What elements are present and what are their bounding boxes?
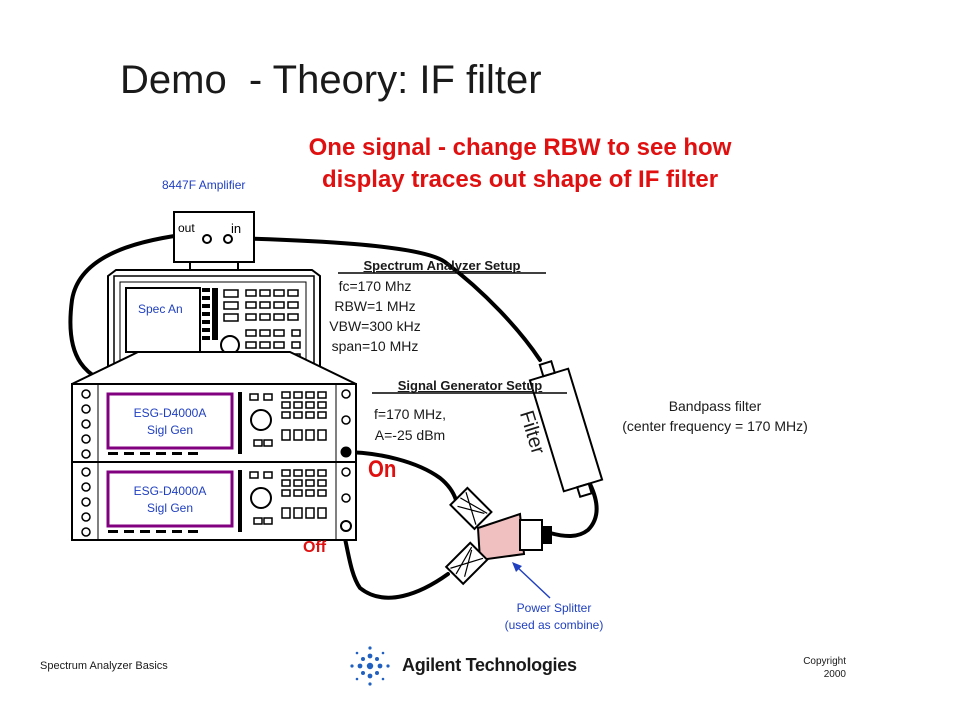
subtitle-line-2: display traces out shape of IF filter [321, 166, 719, 193]
filter-description: Bandpass filter (center frequency = 170 … [592, 396, 838, 436]
sig-gen-top-state: On [368, 456, 397, 483]
cable-filter-to-splitter [548, 482, 599, 538]
power-splitter [444, 486, 552, 586]
copyright-line-1: Copyright [803, 656, 846, 667]
sa-setup-lines: fc=170 Mhz RBW=1 MHz VBW=300 kHz span=10… [304, 276, 446, 356]
filter-desc-line-2: (center frequency = 170 MHz) [622, 418, 808, 434]
sig-gen-top-display [106, 392, 234, 450]
splitter-pointer-arrow [512, 562, 551, 599]
amplifier-label: 8447F Amplifier [162, 178, 246, 192]
sig-gen-bottom-model: ESG-D4000A [133, 484, 207, 498]
amp-out-connector [202, 234, 212, 244]
sig-gen-top-rf-out [340, 446, 352, 458]
slide-subtitle: One signal - change RBW to see how displ… [230, 132, 810, 196]
sig-gen-bottom-rf-out [340, 520, 352, 532]
spectrum-analyzer-label: Spec An [138, 302, 183, 316]
filter-desc-line-1: Bandpass filter [668, 398, 762, 414]
footer-brand-name: Agilent Technologies [402, 655, 577, 675]
sig-gen-bottom-panel [81, 467, 352, 537]
sig-gen-bottom-state: Off [303, 539, 327, 556]
sa-setup-line: VBW=300 kHz [329, 318, 421, 334]
amp-port-out-label: out [178, 221, 195, 235]
sa-setup-line: fc=170 Mhz [338, 278, 412, 294]
sa-setup-heading: Spectrum Analyzer Setup [363, 258, 521, 273]
agilent-spark-logo [350, 646, 390, 686]
splitter-line-2: (used as combine) [504, 618, 604, 632]
amp-port-in-label: in [231, 221, 242, 236]
sg-setup-heading: Signal Generator Setup [397, 378, 543, 393]
amplifier-box [173, 211, 255, 270]
sg-setup-line: f=170 MHz, [374, 406, 446, 422]
sig-gen-bottom-display [106, 470, 234, 528]
sig-gen-top-panel [81, 389, 352, 459]
copyright-line-2: 2000 [823, 669, 846, 680]
cable-off-gen-to-splitter [340, 524, 450, 600]
sg-setup-lines: f=170 MHz, A=-25 dBm [352, 404, 468, 446]
bandpass-filter [528, 360, 604, 499]
sig-gen-bottom-name: Sigl Gen [146, 501, 194, 515]
sig-gen-top-label: ESG-D4000A Sigl Gen [108, 405, 232, 439]
splitter-line-1: Power Splitter [516, 601, 592, 615]
amp-in-connector [223, 234, 233, 244]
cable-on-gen-to-splitter [340, 450, 458, 502]
sig-gen-top-model: ESG-D4000A [133, 406, 207, 420]
slide-title: Demo - Theory: IF filter [120, 58, 542, 102]
sg-setup-line: A=-25 dBm [374, 427, 446, 443]
sa-setup-line: span=10 MHz [331, 338, 419, 354]
cable-amp-in-to-filter [226, 236, 542, 362]
sa-setup-block: Spectrum Analyzer Setup [330, 256, 554, 276]
sa-setup-line: RBW=1 MHz [334, 298, 416, 314]
footer-course-name: Spectrum Analyzer Basics [40, 660, 168, 672]
sig-gen-bottom-label: ESG-D4000A Sigl Gen [108, 483, 232, 517]
subtitle-line-1: One signal - change RBW to see how [308, 134, 732, 161]
sig-gen-top-name: Sigl Gen [146, 423, 194, 437]
power-splitter-label: Power Splitter (used as combine) [470, 600, 638, 634]
sg-setup-block: Signal Generator Setup [364, 376, 576, 396]
sa-screen [125, 287, 201, 353]
footer-copyright: Copyright 2000 [790, 655, 846, 681]
